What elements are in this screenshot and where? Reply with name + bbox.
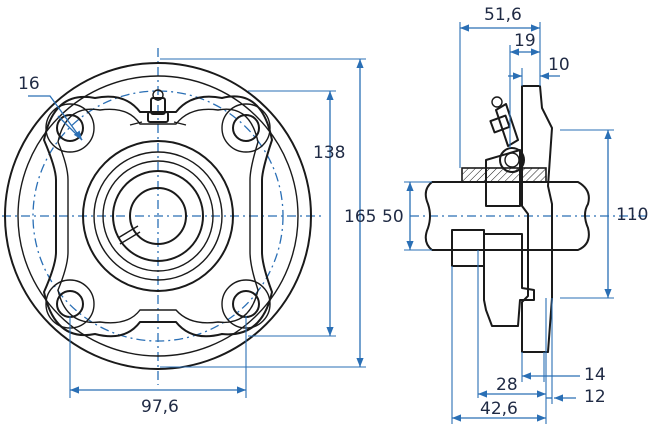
- dim-10-label: 10: [548, 55, 570, 75]
- dim-bolt-spacing-label: 97,6: [141, 397, 179, 417]
- side-view: 51,6 19 10 50 110: [382, 5, 648, 424]
- bolt-hole-top-left: [56, 114, 84, 142]
- set-screw-mark: [117, 225, 139, 239]
- dim-28-label: 28: [496, 375, 518, 395]
- flange-inner-circle: [17, 75, 299, 357]
- dim-bore: 50: [382, 181, 432, 251]
- bore-circle: [129, 187, 187, 245]
- housing-lower: [483, 233, 535, 327]
- housing-body-inner-outline: [57, 108, 259, 324]
- dim-12-label: 12: [584, 387, 606, 407]
- dim-bolt-circle: 138: [248, 90, 345, 337]
- front-view: 16 97,6 138 165: [2, 48, 376, 417]
- grease-nipple-side: [489, 96, 519, 147]
- dim-bore-label: 50: [382, 207, 404, 227]
- dim-42-6: 42,6: [451, 266, 547, 424]
- dim-19-label: 19: [514, 31, 536, 51]
- housing-collar: [451, 229, 485, 267]
- shaft: [424, 181, 590, 251]
- dim-19: 19: [509, 31, 540, 148]
- flange-plate: [521, 85, 553, 353]
- dim-height-110: 110: [560, 129, 648, 299]
- bolt-boss-top-right: [221, 103, 271, 153]
- bearing-inner-ring: [112, 170, 204, 262]
- bearing-ring-2: [93, 151, 223, 281]
- dim-flange-diameter-label: 165: [344, 207, 376, 227]
- bearing-ball: [499, 147, 525, 173]
- dim-flange-diameter: 165: [160, 58, 376, 368]
- dim-10: 10: [508, 55, 570, 86]
- bolt-boss-top-left: [45, 103, 95, 153]
- bearing-ball-inner: [504, 152, 520, 168]
- bearing-outer-ring: [82, 140, 234, 292]
- dim-bolt-hole: 16: [18, 74, 83, 141]
- dim-12: 12: [546, 298, 606, 407]
- bolt-circle-line: [32, 90, 284, 342]
- dim-14-label: 14: [584, 365, 606, 385]
- dim-42-6-label: 42,6: [480, 399, 518, 419]
- bearing-ring-3: [102, 160, 214, 272]
- dim-overall-width-label: 51,6: [484, 5, 522, 25]
- flange-outer-circle: [4, 62, 312, 370]
- dim-14: 14: [521, 352, 606, 385]
- dim-28: 28: [477, 250, 547, 398]
- bolt-hole-top-right: [232, 114, 260, 142]
- dim-bolt-spacing: 97,6: [69, 316, 247, 417]
- dim-height-110-label: 110: [616, 205, 648, 225]
- housing-body-outline: [43, 95, 273, 338]
- dim-bolt-circle-label: 138: [313, 143, 345, 163]
- set-screw-mark-2: [119, 231, 141, 245]
- grease-nipple-front: [129, 89, 187, 126]
- dim-bolt-hole-label: 16: [18, 74, 40, 94]
- dim-overall-width: 51,6: [459, 5, 541, 168]
